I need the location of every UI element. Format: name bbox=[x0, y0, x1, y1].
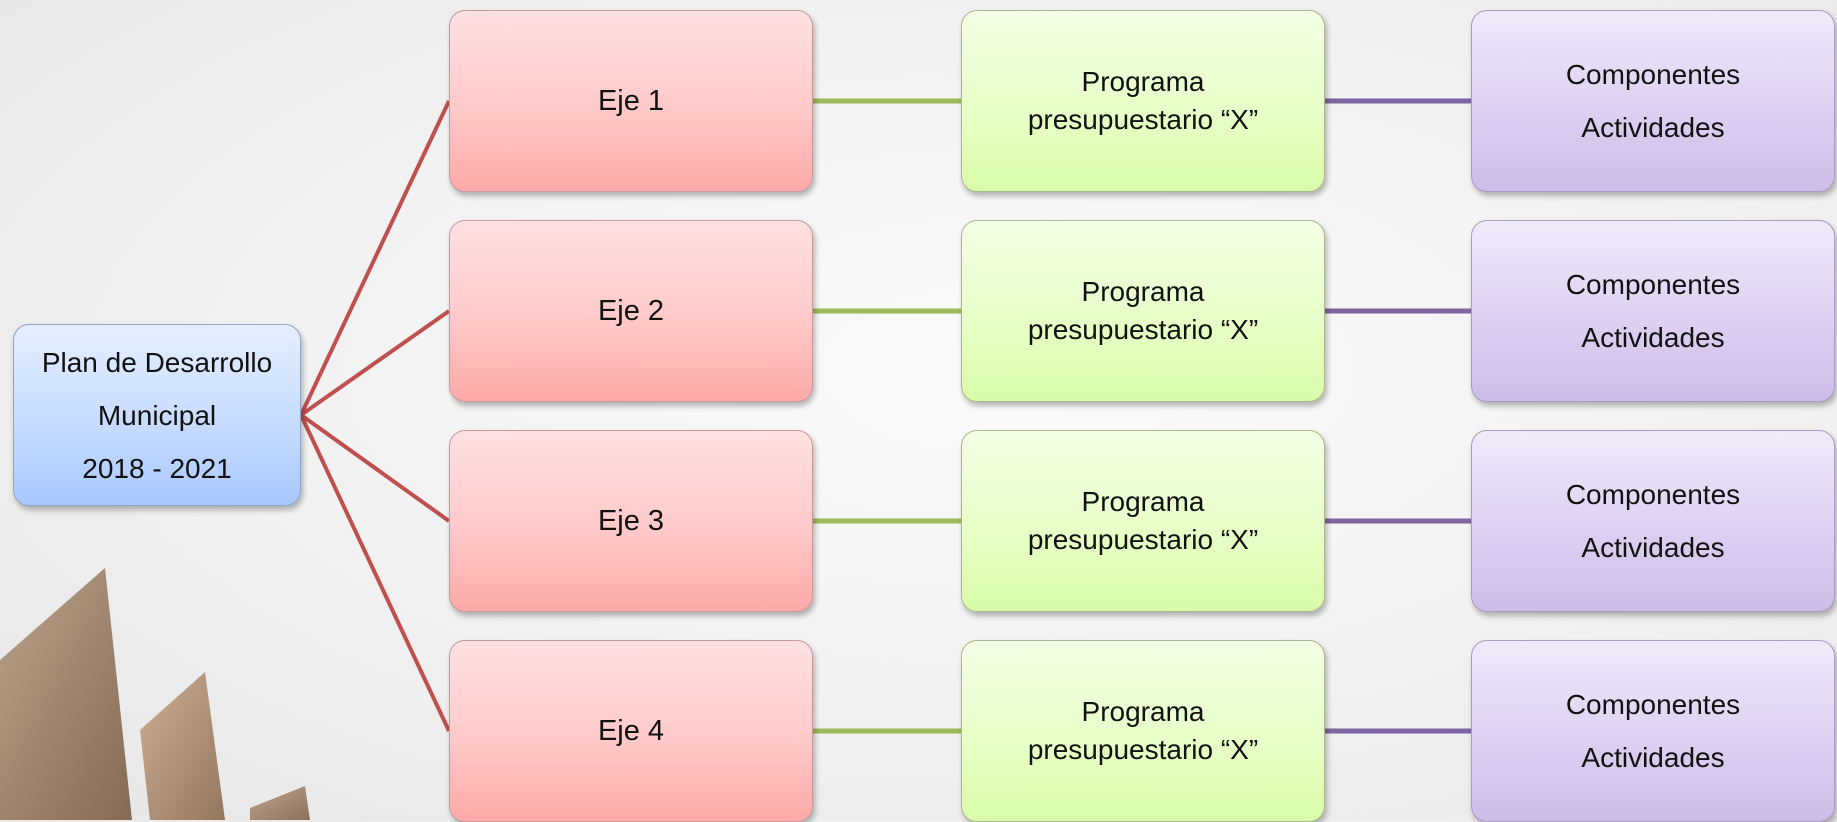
program-node-line-2: presupuestario “X” bbox=[1027, 734, 1259, 765]
components-node-line-2: Actividades bbox=[1581, 112, 1725, 143]
branch-line-eje-2 bbox=[299, 309, 451, 417]
program-node-line-1: Programa bbox=[1081, 696, 1205, 727]
components-node-line-1: Componentes bbox=[1565, 59, 1741, 90]
program-node-4: Programa presupuestario “X” bbox=[961, 640, 1325, 822]
root-node-plan-de-desarrollo: Plan de Desarrollo Municipal 2018 - 2021 bbox=[13, 324, 301, 506]
eje-node-label: Eje 4 bbox=[597, 714, 665, 747]
program-node-line-1: Programa bbox=[1081, 66, 1205, 97]
program-node-line-2: presupuestario “X” bbox=[1027, 524, 1259, 555]
decor-shape-medium bbox=[140, 672, 225, 820]
eje-node-label: Eje 2 bbox=[597, 294, 665, 327]
eje-node-1: Eje 1 bbox=[449, 10, 813, 192]
branch-line-eje-4 bbox=[299, 414, 451, 732]
branch-line-eje-1 bbox=[299, 100, 451, 416]
program-node-1: Programa presupuestario “X” bbox=[961, 10, 1325, 192]
root-node-line-2: Municipal bbox=[97, 399, 217, 431]
eje-node-2: Eje 2 bbox=[449, 220, 813, 402]
program-node-line-1: Programa bbox=[1081, 486, 1205, 517]
components-node-line-1: Componentes bbox=[1565, 269, 1741, 300]
components-node-line-1: Componentes bbox=[1565, 479, 1741, 510]
program-node-line-2: presupuestario “X” bbox=[1027, 314, 1259, 345]
branch-line-eje-3 bbox=[299, 413, 451, 523]
eje-node-label: Eje 3 bbox=[597, 504, 665, 537]
eje-node-3: Eje 3 bbox=[449, 430, 813, 612]
components-node-1: Componentes Actividades bbox=[1471, 10, 1835, 192]
eje-node-4: Eje 4 bbox=[449, 640, 813, 822]
components-node-line-2: Actividades bbox=[1581, 532, 1725, 563]
program-node-2: Programa presupuestario “X” bbox=[961, 220, 1325, 402]
program-node-3: Programa presupuestario “X” bbox=[961, 430, 1325, 612]
components-node-line-2: Actividades bbox=[1581, 742, 1725, 773]
components-node-4: Componentes Actividades bbox=[1471, 640, 1835, 822]
decor-shape-small bbox=[250, 786, 310, 820]
components-node-2: Componentes Actividades bbox=[1471, 220, 1835, 402]
decor-shape-large bbox=[0, 568, 132, 820]
components-node-3: Componentes Actividades bbox=[1471, 430, 1835, 612]
eje-node-label: Eje 1 bbox=[597, 84, 665, 117]
components-node-line-1: Componentes bbox=[1565, 689, 1741, 720]
program-node-line-2: presupuestario “X” bbox=[1027, 104, 1259, 135]
root-node-line-1: Plan de Desarrollo bbox=[41, 346, 273, 378]
components-node-line-2: Actividades bbox=[1581, 322, 1725, 353]
root-node-line-3: 2018 - 2021 bbox=[82, 452, 232, 484]
program-node-line-1: Programa bbox=[1081, 276, 1205, 307]
